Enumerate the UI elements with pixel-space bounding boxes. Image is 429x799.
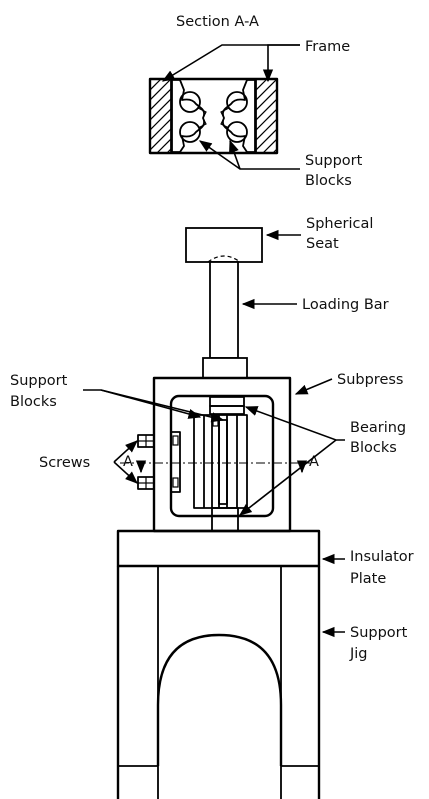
frame-leader-left [161, 44, 300, 82]
frame-section-outline [148, 77, 279, 155]
bearing-blocks-label-line1: Bearing [350, 420, 406, 436]
support-jig [116, 566, 321, 799]
bearing-blocks-label-line2: Blocks [350, 440, 397, 456]
frame-right-hatching [256, 80, 276, 152]
bearing-blocks-leader-lower [238, 439, 337, 516]
screw-upper [137, 434, 155, 448]
support-block-right-section [220, 79, 256, 153]
screw-guide-strip [170, 431, 181, 493]
spherical-seat [185, 227, 263, 263]
support-blocks-stack [193, 414, 248, 509]
subpress-label: Subpress [337, 372, 403, 388]
support-blocks-top-label-line1: Support [305, 153, 363, 169]
insulator-plate-label-line1: Insulator [350, 549, 414, 565]
support-jig-label-line1: Support [350, 625, 408, 641]
support-blocks-left-label-line1: Support [10, 373, 68, 389]
section-marker-right: A [309, 454, 319, 470]
screws-label: Screws [39, 455, 90, 471]
support-blocks-top-label-line2: Blocks [305, 173, 352, 189]
support-blocks-left-label-line2: Blocks [10, 394, 57, 410]
section-title: Section A-A [176, 14, 259, 30]
spherical-seat-label-line2: Seat [306, 236, 339, 252]
loading-bar-collar [202, 357, 248, 379]
bearing-block-top-upper [209, 396, 245, 407]
frame-left-hatching [151, 80, 171, 152]
screws-leader-upper [113, 440, 138, 463]
loading-bar-label: Loading Bar [302, 297, 389, 313]
frame-label: Frame [305, 39, 350, 55]
support-jig-label-line2: Jig [349, 646, 368, 662]
support-block-left-section [171, 79, 207, 153]
bearing-block-top-lower [209, 405, 245, 415]
screws-leader-lower [113, 461, 138, 484]
support-blocks-leader-left [198, 140, 300, 170]
spherical-seat-label-line1: Spherical [306, 216, 373, 232]
bearing-block-bottom [211, 507, 239, 532]
section-a-a-view [148, 44, 300, 170]
section-marker-left: A [123, 454, 133, 470]
frame-leader-right [262, 44, 300, 83]
screw-lower [137, 476, 155, 490]
support-blocks-leader-right [229, 139, 241, 170]
insulator-plate-label-line2: Plate [350, 571, 386, 587]
support-blocks-leader-a [83, 389, 202, 419]
subpress-leader [294, 378, 333, 395]
loading-bar [209, 261, 239, 359]
bearing-blocks-leader-upper [244, 406, 345, 441]
insulator-plate [116, 529, 321, 568]
support-blocks-leader-b [100, 389, 225, 423]
